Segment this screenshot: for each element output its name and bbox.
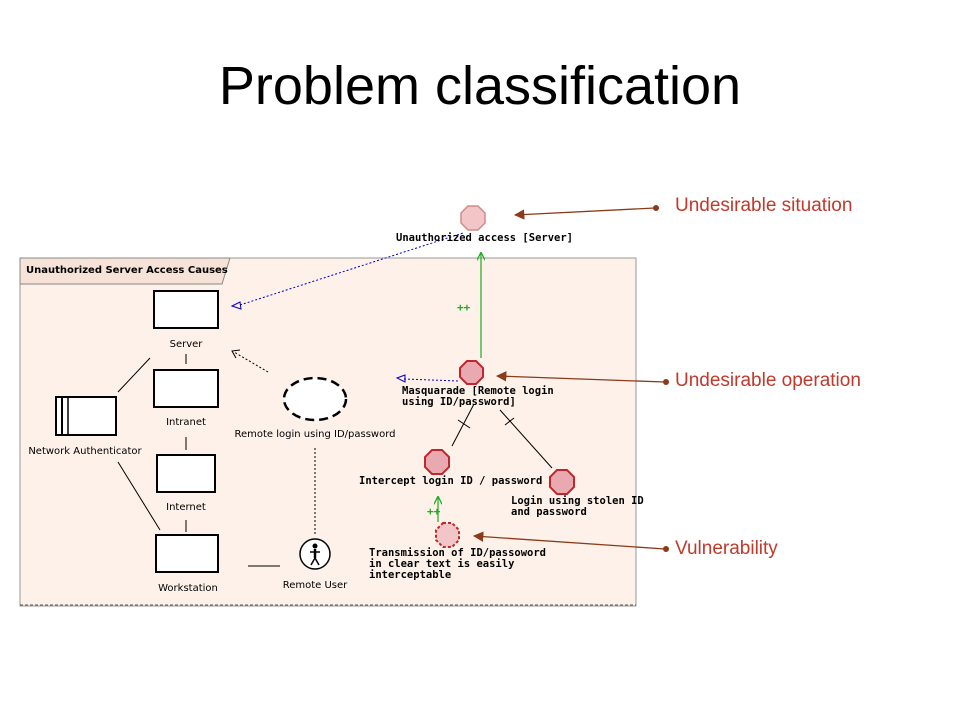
- callout-vulnerability: Vulnerability: [472, 531, 778, 559]
- remote-login-label: Remote login using ID/password: [235, 429, 396, 440]
- internet-box: [156, 454, 216, 493]
- callout-operation-label: Undesirable operation: [675, 370, 861, 391]
- stolen-label-2: and password: [511, 506, 587, 518]
- workstation-label: Workstation: [158, 583, 218, 594]
- unauthorized-access-octagon: [460, 205, 486, 231]
- network-authenticator-box: [55, 396, 117, 436]
- server-box: [153, 290, 219, 329]
- workstation-box: [155, 534, 219, 573]
- refinement-lines: [451, 403, 553, 469]
- intranet-label: Intranet: [166, 417, 206, 428]
- contribution-links: ++ ++: [427, 253, 481, 522]
- masquerade-label-1: Masquarade [Remote login: [402, 385, 554, 397]
- stolen-credentials-octagon: [549, 469, 575, 495]
- trace-links: [230, 232, 464, 383]
- unauthorized-access-label: Unauthorized access [Server]: [396, 232, 573, 244]
- callout-vulnerability-label: Vulnerability: [675, 538, 778, 559]
- masquerade-octagon: [459, 360, 484, 385]
- transmission-label-2: in clear text is easily: [369, 558, 515, 570]
- transmission-label-3: interceptable: [369, 569, 451, 581]
- callout-situation-label: Undesirable situation: [675, 195, 852, 216]
- network-authenticator-label: Network Authenticator: [28, 446, 142, 457]
- remote-user-label: Remote User: [283, 580, 348, 591]
- vulnerability-octagon: [435, 522, 460, 548]
- frame-label: Unauthorized Server Access Causes: [26, 265, 228, 276]
- callout-situation: Undesirable situation: [513, 195, 852, 220]
- remote-login-usecase: [282, 376, 348, 422]
- contribution-mark-1: ++: [457, 301, 471, 314]
- transmission-label-1: Transmission of ID/passoword: [369, 547, 546, 559]
- intercept-label: Intercept login ID / password: [359, 475, 542, 487]
- intranet-box: [153, 369, 219, 408]
- intercept-octagon: [424, 449, 450, 475]
- contribution-mark-2: ++: [427, 505, 441, 518]
- internet-label: Internet: [166, 502, 206, 513]
- node-connectors: [117, 349, 316, 567]
- stolen-label-1: Login using stolen ID: [511, 495, 644, 507]
- server-label: Server: [170, 339, 204, 350]
- remote-user-icon: [299, 538, 331, 570]
- slide-title: Problem classification: [218, 56, 742, 116]
- masquerade-label-2: using ID/password]: [402, 396, 516, 408]
- callout-operation: Undesirable operation: [495, 370, 861, 391]
